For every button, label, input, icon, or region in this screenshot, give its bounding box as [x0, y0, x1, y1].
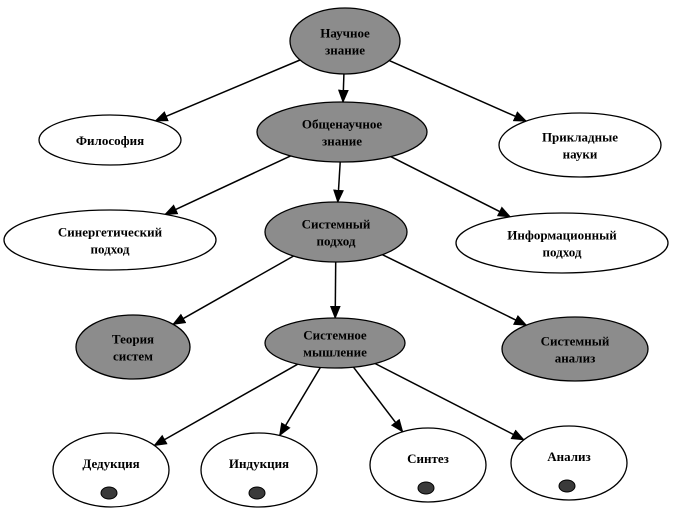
node-general-scientific-label-line-2: знание	[322, 134, 362, 149]
arrow-system-thinking-to-synthesis	[352, 366, 404, 433]
node-induction: Индукция	[200, 432, 318, 508]
arrow-scientific-knowledge-to-general-scientific	[337, 73, 349, 104]
node-synthesis: Синтез	[369, 427, 487, 503]
arrow-system-thinking-to-induction	[279, 367, 322, 437]
node-system-thinking-label-line-2: мышление	[303, 345, 367, 360]
node-general-scientific: Общенаучное знание	[256, 101, 428, 163]
arrow-general-scientific-to-information-approach	[390, 155, 512, 218]
node-synergetic-approach-label-line-1: Синергетический	[58, 225, 163, 240]
arrow-scientific-knowledge-to-applied-sciences	[388, 59, 528, 122]
node-synthesis-label-line-1: Синтез	[407, 451, 449, 466]
arrow-system-approach-to-system-thinking	[329, 261, 341, 320]
node-synthesis-bullet-icon	[417, 481, 435, 495]
node-philosophy-ellipse	[38, 114, 182, 166]
node-system-approach-label-line-1: Системный	[302, 217, 371, 232]
node-analysis: Анализ	[510, 425, 628, 501]
node-system-approach: Системный подход	[264, 201, 408, 263]
edges-layer	[153, 59, 528, 447]
node-applied-sciences-label-line-2: науки	[563, 147, 598, 162]
node-system-theory-label-line-2: систем	[113, 349, 153, 364]
node-philosophy: Философия	[38, 114, 182, 166]
node-system-thinking-ellipse	[264, 317, 406, 369]
node-deduction-bullet-icon	[100, 486, 118, 500]
node-induction-ellipse	[200, 432, 318, 508]
node-analysis-ellipse	[510, 425, 628, 501]
arrow-system-thinking-to-analysis	[374, 362, 526, 441]
node-system-thinking-label-line-1: Системное	[303, 328, 367, 343]
node-system-analysis-label-line-1: Системный	[541, 334, 610, 349]
arrow-system-approach-to-system-analysis	[382, 254, 528, 326]
node-synergetic-approach: Синергетический подход	[3, 209, 217, 271]
node-information-approach-ellipse	[455, 212, 669, 274]
node-deduction: Дедукция	[52, 432, 170, 508]
node-system-theory-label-line-1: Теория	[112, 332, 154, 347]
node-general-scientific-ellipse	[256, 101, 428, 163]
node-analysis-label-line-1: Анализ	[547, 449, 591, 464]
node-induction-label-line-1: Индукция	[229, 456, 289, 471]
arrow-general-scientific-to-synergetic-approach	[163, 155, 291, 216]
node-philosophy-label-line-1: Философия	[76, 133, 144, 148]
node-synthesis-ellipse	[369, 427, 487, 503]
node-scientific-knowledge-label-line-1: Научное	[320, 26, 370, 41]
arrow-scientific-knowledge-to-philosophy	[154, 59, 301, 122]
node-analysis-bullet-icon	[558, 479, 576, 493]
node-induction-bullet-icon	[248, 486, 266, 500]
node-deduction-ellipse	[52, 432, 170, 508]
node-applied-sciences-ellipse	[498, 112, 662, 178]
node-system-analysis: Системный анализ	[501, 316, 649, 382]
node-scientific-knowledge-label-line-2: знание	[325, 43, 365, 58]
node-information-approach: Информационный подход	[455, 212, 669, 274]
arrow-general-scientific-to-system-approach	[333, 161, 344, 204]
node-scientific-knowledge-ellipse	[289, 7, 401, 75]
node-synergetic-approach-ellipse	[3, 209, 217, 271]
node-applied-sciences-label-line-1: Прикладные	[542, 130, 618, 145]
node-system-analysis-label-line-2: анализ	[555, 351, 596, 366]
node-information-approach-label-line-1: Информационный	[507, 228, 617, 243]
node-scientific-knowledge: Научное знание	[289, 7, 401, 75]
node-applied-sciences: Прикладные науки	[498, 112, 662, 178]
node-system-theory: Теория систем	[75, 314, 191, 380]
node-system-theory-ellipse	[75, 314, 191, 380]
node-system-approach-ellipse	[264, 201, 408, 263]
node-deduction-label-line-1: Дедукция	[82, 456, 139, 471]
node-information-approach-label-line-2: подход	[543, 245, 582, 260]
node-general-scientific-label-line-1: Общенаучное	[302, 117, 383, 132]
node-system-thinking: Системное мышление	[264, 317, 406, 369]
arrow-system-thinking-to-deduction	[153, 363, 299, 447]
arrow-system-approach-to-system-theory	[171, 255, 294, 325]
node-system-analysis-ellipse	[501, 316, 649, 382]
node-synergetic-approach-label-line-2: подход	[91, 242, 130, 257]
node-system-approach-label-line-2: подход	[317, 234, 356, 249]
